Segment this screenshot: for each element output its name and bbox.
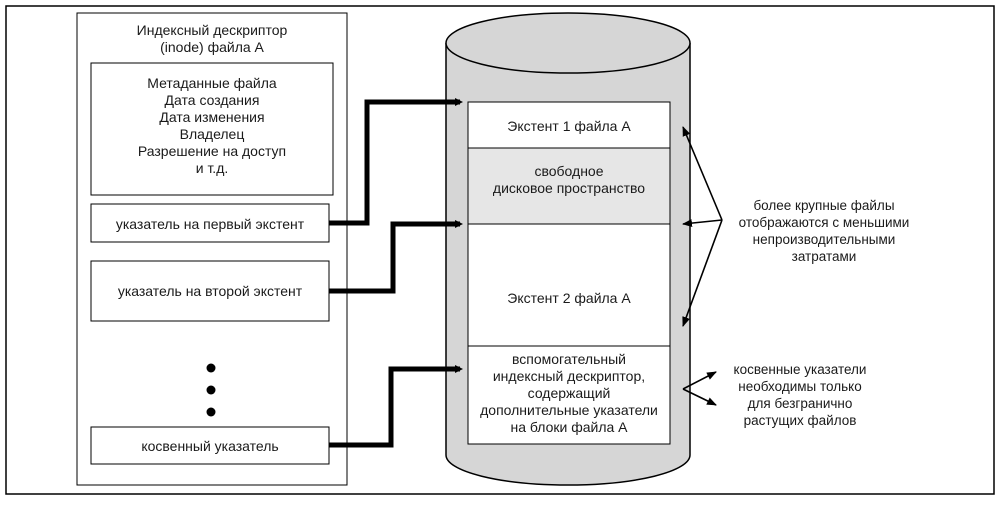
free-space-line1: свободное — [534, 163, 603, 179]
indirect-note-line: растущих файлов — [744, 413, 857, 428]
aux-inode-line: дополнительные указатели — [480, 402, 658, 418]
indirect-note-line: необходимы только — [738, 379, 861, 394]
inode-title-line1: Индексный дескриптор — [137, 22, 288, 38]
pointer-indirect-label: косвенный указатель — [141, 438, 278, 454]
callout-arrow-free — [682, 219, 723, 228]
metadata-line: Разрешение на доступ — [138, 143, 286, 159]
arrow-to-extent1 — [329, 98, 463, 226]
large-files-note-line: отображаются с меньшими — [739, 215, 910, 230]
metadata-line: Дата изменения — [159, 109, 264, 125]
aux-inode-line: на блоки файла А — [510, 419, 628, 435]
ellipsis-dot — [206, 385, 216, 395]
metadata-line: Метаданные файла — [147, 75, 277, 91]
free-space-block — [467, 147, 671, 225]
aux-inode-line: индексный дескриптор, — [493, 368, 645, 384]
callout-arrow-up — [682, 371, 717, 390]
arrow-to-extent2 — [329, 220, 463, 294]
pointer-second-box — [90, 260, 330, 322]
pointer-first-box — [90, 203, 330, 243]
aux-inode-line: содержащий — [528, 385, 611, 401]
callout-arrow-down — [682, 388, 717, 406]
metadata-line: Владелец — [180, 126, 245, 142]
extent2-label: Экстент 2 файла А — [507, 290, 631, 306]
large-files-note-line: более крупные файлы — [753, 198, 894, 213]
inode-title-line2: (inode) файла А — [160, 39, 264, 55]
pointer-second-label: указатель на второй экстент — [118, 283, 303, 299]
indirect-note-line: косвенные указатели — [734, 362, 867, 377]
aux-inode-line: вспомогательный — [512, 351, 626, 367]
metadata-line: Дата создания — [165, 92, 260, 108]
extent2-block — [467, 223, 671, 347]
large-files-note-line: затратами — [792, 249, 857, 264]
pointer-arrows — [329, 98, 463, 448]
free-space-line2: дисковое пространство — [493, 180, 645, 196]
pointer-indirect-box — [90, 426, 330, 465]
large-files-callout — [682, 126, 723, 327]
ellipsis-dot — [206, 407, 216, 417]
cylinder-top — [445, 12, 691, 74]
metadata-line: и т.д. — [196, 160, 229, 176]
disk-cylinder: Экстент 1 файла А свободное дисковое про… — [445, 12, 691, 486]
inode-panel: Индексный дескриптор (inode) файла А Мет… — [76, 12, 348, 486]
metadata-box — [90, 62, 334, 196]
pointer-first-label: указатель на первый экстент — [116, 216, 305, 232]
extent1-block — [467, 101, 671, 149]
callout-arrow-extent1 — [682, 126, 723, 221]
indirect-note-line: для безгранично — [748, 396, 853, 411]
aux-inode-block — [467, 345, 671, 445]
ellipsis-dot — [206, 363, 216, 373]
extent1-label: Экстент 1 файла А — [507, 118, 631, 134]
large-files-note-line: непроизводительными — [753, 232, 896, 247]
indirect-callout — [682, 371, 717, 406]
arrow-to-aux-inode — [329, 365, 463, 448]
callout-arrow-extent2 — [682, 219, 723, 327]
